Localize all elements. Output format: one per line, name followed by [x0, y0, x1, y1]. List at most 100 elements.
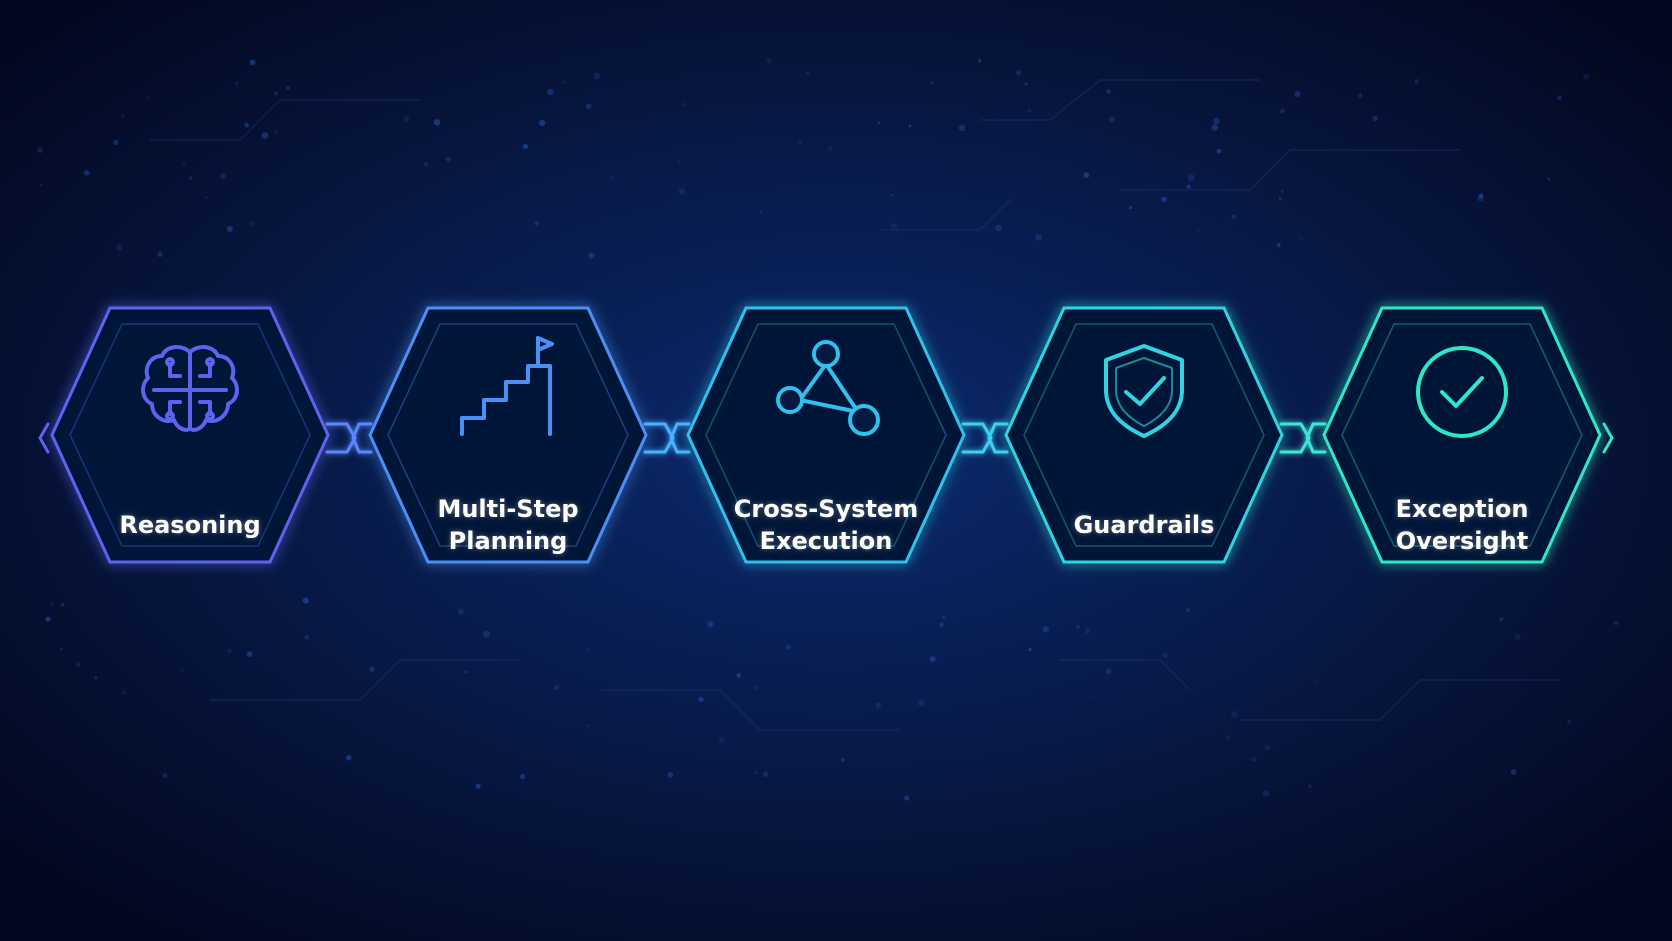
shield-check-icon	[1104, 344, 1184, 438]
background-dot	[345, 754, 352, 761]
background-dot	[904, 795, 910, 801]
background-dot	[1299, 237, 1303, 241]
circuit-trace	[150, 99, 420, 141]
background-dot	[157, 252, 163, 257]
circuit-trace	[1240, 679, 1560, 721]
background-dot	[246, 651, 253, 657]
background-dot	[1372, 115, 1378, 122]
background-dot	[76, 662, 81, 667]
background-dot	[1510, 769, 1517, 775]
brain-icon	[141, 345, 239, 432]
background-dot	[1128, 205, 1133, 210]
background-dot	[547, 88, 554, 96]
background-dot	[681, 102, 686, 107]
background-dot	[205, 196, 209, 199]
background-dot	[890, 194, 893, 197]
background-dot	[37, 147, 43, 153]
circuit-trace	[210, 659, 520, 701]
hexagon-frame	[50, 306, 330, 564]
circuit-trace	[1120, 149, 1460, 191]
background-dot	[1358, 93, 1362, 98]
background-dot	[403, 116, 410, 123]
background-dot	[235, 82, 239, 85]
step-label-line: Reasoning	[119, 511, 261, 539]
background-dot	[1197, 229, 1200, 232]
stairs-flag-icon	[460, 336, 554, 436]
background-dot	[1414, 79, 1419, 84]
background-dot	[1225, 734, 1231, 740]
background-dot	[1279, 108, 1285, 114]
background-dot	[785, 644, 791, 650]
step-label-line: Cross-System	[733, 495, 919, 523]
background-dot	[1281, 190, 1284, 193]
background-dot	[1108, 116, 1115, 123]
background-dot	[249, 59, 256, 66]
background-dot	[122, 691, 125, 694]
background-dot	[958, 124, 966, 132]
connector-guardrails-to-exception-oversight	[1279, 422, 1327, 454]
background-dot	[40, 183, 43, 186]
background-dot	[423, 162, 429, 167]
connector-multi-step-planning-to-cross-system-execution	[643, 422, 691, 454]
background-dot	[286, 86, 290, 90]
background-dot	[877, 121, 881, 125]
background-dot	[1035, 234, 1042, 241]
background-dot	[678, 188, 686, 195]
background-dot	[116, 244, 123, 252]
background-dot	[942, 615, 946, 619]
background-dot	[1076, 625, 1080, 629]
background-dot	[1251, 756, 1257, 762]
background-dot	[939, 622, 944, 627]
background-dot	[995, 224, 1003, 232]
step-label-line: Multi-Step	[437, 495, 579, 523]
step-label-line: Guardrails	[1073, 511, 1215, 539]
background-dot	[83, 170, 90, 176]
background-dot	[304, 634, 310, 640]
background-dot	[1028, 648, 1032, 652]
background-dot	[1187, 174, 1195, 182]
background-dot	[929, 656, 936, 663]
background-dot	[1083, 172, 1090, 179]
background-dot	[249, 220, 256, 226]
background-dot	[180, 669, 184, 672]
background-dot	[188, 176, 193, 180]
background-dot	[1315, 681, 1318, 684]
background-dot	[806, 72, 810, 75]
background-dot	[227, 648, 232, 653]
background-dot	[369, 666, 375, 672]
background-dot	[446, 157, 451, 162]
circuit-trace	[880, 199, 1011, 231]
background-dot	[561, 80, 566, 85]
background-dot	[1016, 70, 1022, 76]
background-dot	[113, 139, 119, 146]
background-dot	[483, 630, 490, 638]
circuit-trace	[600, 689, 900, 731]
background-dot	[220, 173, 226, 179]
background-dot	[875, 702, 881, 708]
background-dot	[244, 122, 249, 128]
background-dot	[182, 162, 186, 166]
background-dot	[120, 113, 126, 119]
background-dot	[45, 616, 51, 622]
left-end-cap	[38, 422, 50, 454]
background-dot	[1084, 628, 1091, 634]
background-dot	[755, 686, 759, 690]
background-dot	[585, 103, 592, 110]
background-dot	[1278, 197, 1282, 201]
background-dot	[94, 676, 98, 680]
background-dot	[1213, 117, 1220, 125]
step-label-line: Planning	[448, 527, 568, 555]
background-dot	[1106, 89, 1111, 94]
background-dot	[841, 757, 845, 762]
hexagon-frame	[368, 306, 648, 564]
background-dot	[146, 95, 151, 100]
background-dot	[1514, 634, 1521, 640]
step-label-line: Exception	[1395, 495, 1529, 523]
background-dot	[522, 143, 529, 150]
background-dot	[763, 772, 768, 777]
background-dot	[226, 226, 233, 232]
